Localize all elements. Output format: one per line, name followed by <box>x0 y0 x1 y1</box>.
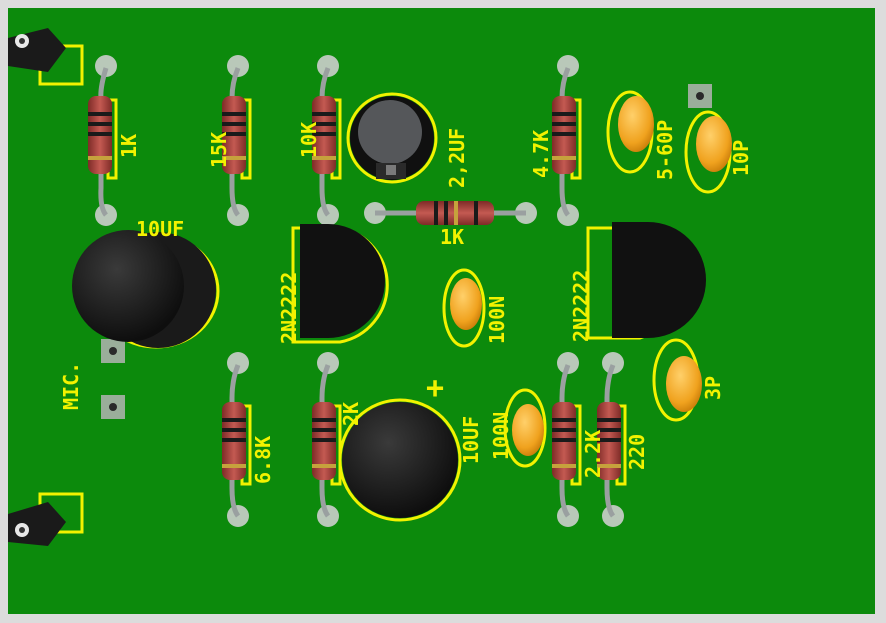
terminal-top <box>8 28 84 86</box>
capacitor-c3 <box>72 230 220 349</box>
label-c4: 100N <box>485 296 509 344</box>
resistor-r3 <box>312 55 342 226</box>
label-r4: 4.7K <box>529 130 553 178</box>
resistor-r9 <box>597 352 627 527</box>
label-c6: 10UF <box>459 416 483 464</box>
transistor-q2 <box>586 222 706 340</box>
label-trim: 5-60P <box>653 120 677 180</box>
label-r9: 220 <box>625 434 649 470</box>
label-c2: 10P <box>729 140 753 176</box>
label-r3: 10K <box>297 122 321 158</box>
capacitor-c6 <box>338 398 462 522</box>
label-c1: 2,2UF <box>445 128 469 188</box>
label-q1: 2N2222 <box>277 272 301 344</box>
label-r5: 1K <box>440 225 464 249</box>
capacitor-trimmer <box>606 90 654 174</box>
label-c6-polarity: + <box>426 371 444 406</box>
label-c5: 3P <box>701 376 725 400</box>
label-r1: 1K <box>117 134 141 158</box>
label-r8: 2.2K <box>581 430 605 478</box>
pcb-board: 1K 15K 10K 2,2UF 4.7K 5-60P 10P 10UF 1K … <box>8 8 875 614</box>
resistor-r7 <box>312 352 342 527</box>
label-r6: 6.8K <box>251 436 275 484</box>
label-c7: 100N <box>489 412 513 460</box>
label-mic: MIC. <box>59 362 83 410</box>
label-r7: 2K <box>339 402 363 426</box>
resistor-r6 <box>222 352 252 527</box>
capacitor-c5 <box>652 338 702 422</box>
resistor-r8 <box>552 352 582 527</box>
capacitor-c1 <box>346 92 438 184</box>
mic-pads <box>101 339 125 419</box>
resistor-r5 <box>364 201 537 225</box>
label-q2: 2N2222 <box>569 270 593 342</box>
resistor-r2 <box>222 55 252 226</box>
terminal-bottom <box>8 492 84 546</box>
capacitor-c4 <box>442 268 486 348</box>
transistor-q1 <box>291 224 389 344</box>
label-c3: 10UF <box>136 217 184 241</box>
resistor-r4 <box>552 55 582 226</box>
capacitor-c7 <box>503 388 547 468</box>
label-r2: 15K <box>207 132 231 168</box>
resistor-r1 <box>88 55 118 226</box>
capacitor-c2 <box>684 110 732 194</box>
